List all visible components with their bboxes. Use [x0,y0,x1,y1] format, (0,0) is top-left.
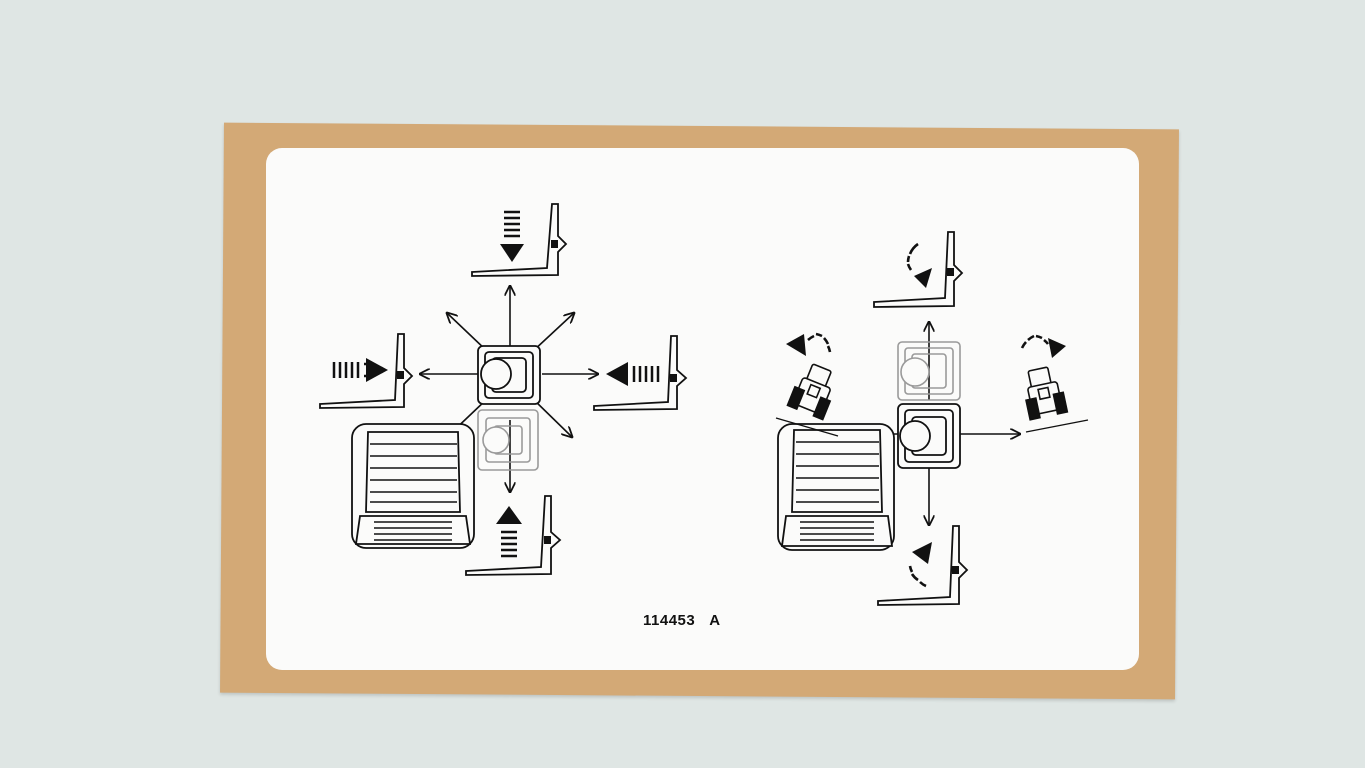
joystick-ghost-icon [897,341,961,401]
fork-lower-icon [471,203,568,277]
joystick-icon [477,345,541,405]
instruction-label [266,148,1139,670]
fork-tilt-forward-icon [873,231,964,308]
joystick-icon [897,403,961,469]
seat-icon [777,423,895,551]
revision-letter: A [709,612,721,629]
left-control-panel [319,203,688,576]
fork-shift-left-icon [319,333,414,409]
forklift-tilt-left-icon [775,332,839,437]
forklift-tilt-right-icon [1020,334,1089,433]
seat-icon [351,423,475,549]
joystick-ghost-icon [477,409,539,471]
fork-tilt-back-icon [877,525,969,606]
part-number: 114453 [643,612,696,629]
part-number-text: 114453 A [643,612,721,629]
fork-raise-icon [465,495,562,576]
right-control-panel [775,231,1089,606]
fork-shift-right-icon [593,335,688,411]
